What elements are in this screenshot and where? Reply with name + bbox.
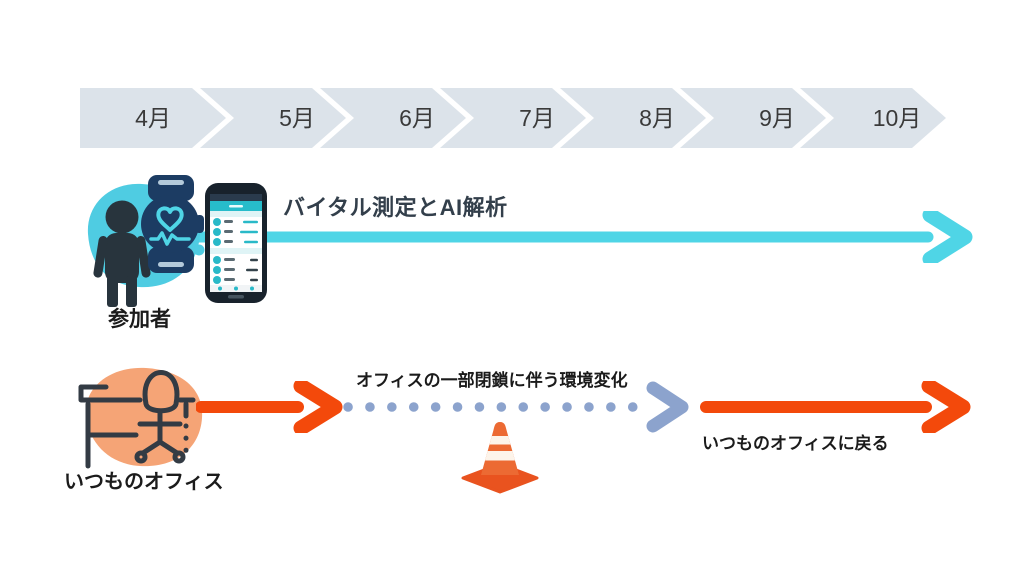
office-label: いつものオフィス xyxy=(64,471,224,493)
ecg-line-icon xyxy=(149,231,191,246)
return-label: いつものオフィスに戻る xyxy=(702,434,889,453)
app-list-rows xyxy=(210,218,262,284)
office-arrow-return xyxy=(700,381,971,433)
timeline-chevron-august: 8月 xyxy=(560,88,706,148)
person-icon xyxy=(93,200,151,307)
participant-label: 参加者 xyxy=(108,308,171,331)
participant-icon xyxy=(87,175,205,307)
vitals-measurement-arrow xyxy=(190,211,973,263)
office-desk-chair-icon xyxy=(78,367,203,469)
timeline-chevron-april: 4月 xyxy=(80,88,226,148)
closure-label: オフィスの一部閉鎖に伴う環境変化 xyxy=(356,371,628,390)
closure-dotted-arrow xyxy=(343,381,689,433)
orange-blob xyxy=(85,367,203,467)
smartwatch-icon xyxy=(141,175,204,273)
heart-icon xyxy=(156,206,184,232)
vitals-track-title: バイタル測定とAI解析 xyxy=(283,195,508,220)
office-arrow-before-closure xyxy=(196,381,343,433)
smartphone-icon xyxy=(205,183,267,303)
traffic-cone-icon xyxy=(461,422,539,494)
